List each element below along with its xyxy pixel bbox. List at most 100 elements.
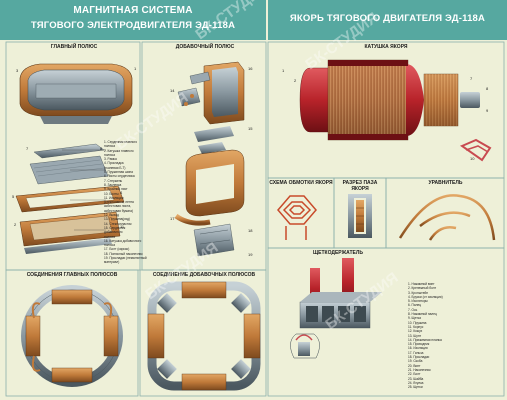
pole-legend-item: асбестовая бумага) xyxy=(104,208,133,213)
svg-text:7: 7 xyxy=(26,146,29,151)
brush-legend-item: 23. Шайба xyxy=(408,376,424,381)
watermark-5: БК-СТУДИЯ xyxy=(192,0,271,43)
brush-legend-item: 18. Прокладки xyxy=(408,355,430,360)
aux-poles-connection-drawing xyxy=(147,281,261,391)
pole-legend-item: 8. Заклепка xyxy=(104,182,122,187)
title-aux-poles-connection: СОЕДИНЕНИЕ ДОБАВОЧНЫХ ПОЛЮСОВ xyxy=(152,272,256,278)
pole-legend-item: 19. Прокладки (немагнитный xyxy=(104,256,147,261)
pole-legend-item: полюса xyxy=(104,243,116,248)
header-right-band xyxy=(268,0,507,40)
svg-text:2: 2 xyxy=(294,78,297,83)
pole-legend-item: 12. Выход xyxy=(104,213,119,218)
brush-legend-item: 9. Щетка xyxy=(408,316,421,321)
svg-text:19: 19 xyxy=(248,252,253,257)
svg-text:3: 3 xyxy=(16,68,19,73)
brush-legend-item: 10. Пружина xyxy=(408,320,427,325)
svg-text:9: 9 xyxy=(486,108,489,113)
pole-legend-item: (стеклолента, лента xyxy=(104,200,134,205)
svg-text:15: 15 xyxy=(248,126,253,131)
svg-text:16: 16 xyxy=(248,66,253,71)
main-pole-assembly xyxy=(19,63,133,124)
header-left-line1: МАГНИТНАЯ СИСТЕМА xyxy=(73,5,193,16)
main-pole-exploded xyxy=(15,143,125,254)
svg-text:4: 4 xyxy=(120,190,123,195)
brush-legend-item: 17. Гильза xyxy=(408,350,424,355)
brush-legend-item: 25. Щетки xyxy=(408,385,423,390)
svg-text:10: 10 xyxy=(470,156,475,161)
pole-legend-item: 5. Пружинная шина xyxy=(104,170,133,175)
brush-legend-item: 19. Скоба xyxy=(408,359,423,364)
header-left-band xyxy=(0,0,266,40)
svg-text:11: 11 xyxy=(120,224,125,229)
main-poles-connection-drawing xyxy=(21,285,123,387)
frame-brush-holder xyxy=(267,247,505,397)
armature-drawing xyxy=(286,59,480,141)
pole-legend-item: асбестовая листа, xyxy=(104,204,132,209)
pole-legend-item: 17. Болт (каркас) xyxy=(104,247,130,252)
brush-legend-item: 1. Нажимной винт xyxy=(408,282,435,286)
pole-legend-item: 15. Сердечник xyxy=(104,225,126,230)
brush-legend-item: 7. Ось xyxy=(408,307,418,312)
brush-legend-item: 14. Прижимная планка xyxy=(408,337,442,342)
brush-legend-item: 22. Болт xyxy=(408,372,421,377)
header-left-line2: ТЯГОВОГО ЭЛЕКТРОДВИГАТЕЛЯ ЭД-118А xyxy=(30,20,236,31)
brush-legend-item: 20. Винт xyxy=(408,363,421,368)
aux-pole-exploded xyxy=(174,126,245,257)
pole-legend-item: 14. Стеклопластик xyxy=(104,221,132,226)
brush-legend-item: 12. Кожух xyxy=(408,329,423,334)
aux-pole-assembly xyxy=(177,61,245,125)
svg-text:18: 18 xyxy=(248,228,253,233)
brush-legend-item: 21. Наконечник xyxy=(408,367,431,372)
svg-text:7: 7 xyxy=(470,76,473,81)
title-aux-pole: ДОБАВОЧНЫЙ ПОЛЮС xyxy=(175,44,235,50)
slot-section-drawing xyxy=(348,194,372,238)
pole-legend-item: 7. Стержень xyxy=(104,178,123,183)
brush-legend-item: 16. Изоляция xyxy=(408,346,428,351)
pole-legend-item: полюса xyxy=(104,152,116,157)
brush-legend-item: 3. Кронштейн xyxy=(408,290,429,295)
brush-legend-item: 2. Крепежный болт xyxy=(408,286,437,291)
pole-legend-item: 3. Рамка xyxy=(104,157,117,162)
svg-text:1: 1 xyxy=(134,66,137,71)
pole-legend-item: 16. Катушка добавочного xyxy=(104,238,142,243)
pole-legend-item: 6. Листы сердечника xyxy=(104,174,135,179)
pole-legend-item: 9. Крайний лист xyxy=(104,187,128,192)
frame-aux-poles-connection xyxy=(139,269,267,397)
pole-legend-item: материал) xyxy=(104,260,120,265)
equalizer-drawing xyxy=(398,194,496,241)
panel-frames xyxy=(5,41,505,397)
brush-holder-drawing xyxy=(290,258,382,359)
pole-legend-item: 1. Сердечник главного xyxy=(104,140,138,144)
pole-legend-item: 10. Болты xyxy=(104,191,119,196)
legend-leaders xyxy=(62,149,106,231)
svg-text:8: 8 xyxy=(486,86,489,91)
svg-text:5: 5 xyxy=(12,194,15,199)
svg-text:8: 8 xyxy=(100,146,103,151)
title-main-pole: ГЛАВНЫЙ ПОЛЮС xyxy=(50,44,98,50)
pole-legend-item: добавочного xyxy=(104,230,123,235)
pole-legend-item: 13. Пружина(ряд) xyxy=(104,217,130,222)
brush-legend-item: 11. Корпус xyxy=(408,324,424,329)
title-winding-scheme: СХЕМА ОБМОТКИ ЯКОРЯ xyxy=(269,180,333,186)
title-brush-holder: ЩЕТКОДЕРЖАТЕЛЬ xyxy=(313,250,363,256)
brush-legend-item: 6. Палец xyxy=(408,303,422,308)
pole-legend-item: 4. Прокладка xyxy=(104,161,124,166)
title-armature-coil: КАТУШКА ЯКОРЯ xyxy=(364,44,408,50)
brush-legend-item: 13. Шунт xyxy=(408,333,422,338)
svg-text:1: 1 xyxy=(282,68,285,73)
pole-legend-item: 2. Катушка главного xyxy=(104,148,134,153)
title-slot-section: РАЗРЕЗ ПАЗА ЯКОРЯ xyxy=(342,180,378,192)
armature-coil-sample xyxy=(459,138,492,162)
brush-legend-item: 15. Проводник xyxy=(408,342,430,347)
title-equalizer: УРАВНИТЕЛЬ xyxy=(428,180,463,186)
brush-legend-item: 24. Втулка xyxy=(408,380,424,385)
pole-legend-item: 18. Полюсный наконечник xyxy=(104,251,143,256)
svg-text:14: 14 xyxy=(170,88,175,93)
pole-legend-item: 11. Изоляция xyxy=(104,195,124,200)
header-right-title: ЯКОРЬ ТЯГОВОГО ДВИГАТЕЛЯ ЭД-118А xyxy=(289,13,486,24)
